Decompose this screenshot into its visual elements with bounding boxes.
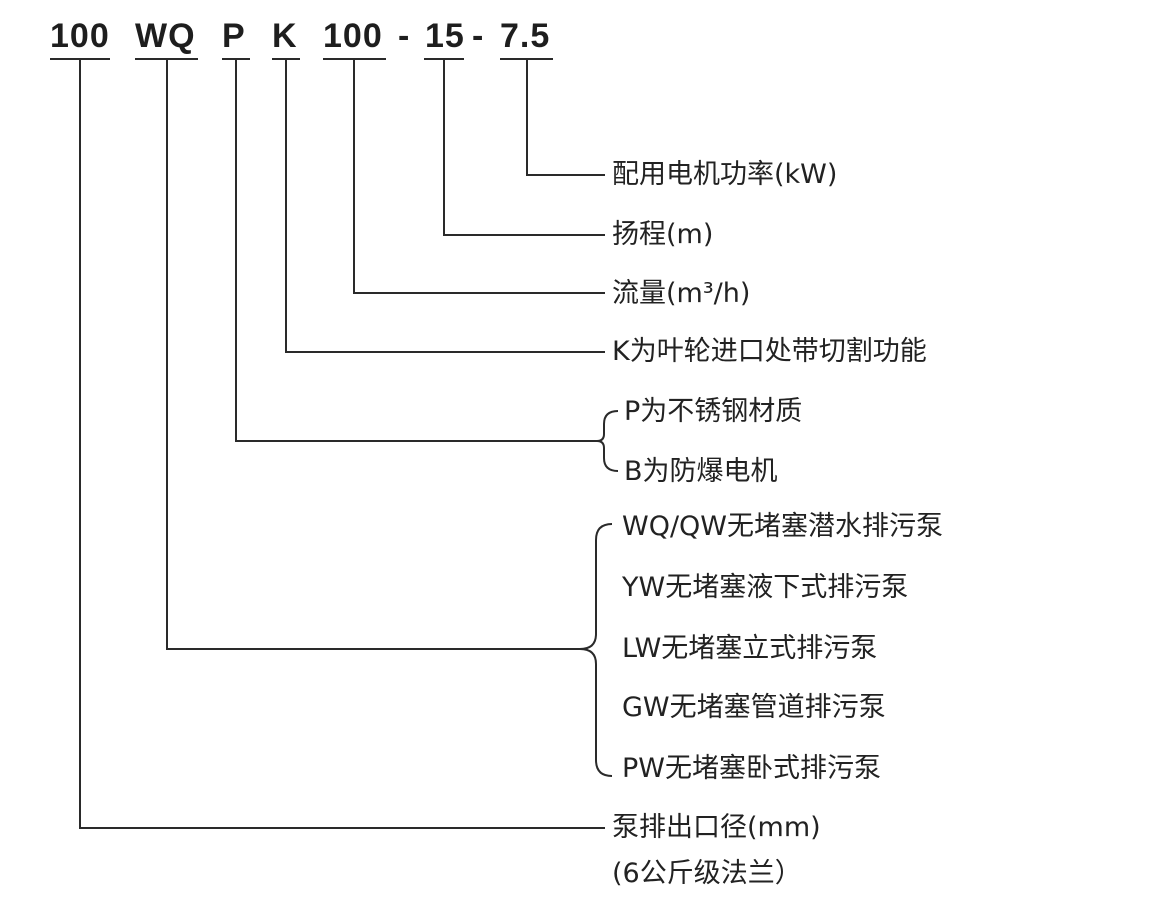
code-power: 7.5: [500, 17, 551, 55]
label-flow: 流量(m³/h): [612, 278, 751, 309]
leader-flow: [353, 59, 605, 294]
code-diameter: 100: [50, 17, 110, 55]
leader-cutter: [285, 59, 605, 353]
code-cutter: K: [272, 17, 298, 55]
code-flow: 100: [323, 17, 383, 55]
leader-diameter: [79, 59, 605, 829]
leader-head: [443, 59, 605, 236]
label-series-item: GW无堵塞管道排污泵: [622, 692, 886, 723]
leader-series: [166, 59, 580, 650]
label-series-item: LW无堵塞立式排污泵: [622, 633, 878, 664]
code-material: P: [222, 17, 246, 55]
brace-material: [596, 410, 619, 472]
label-series-item: PW无堵塞卧式排污泵: [622, 753, 881, 784]
leader-material: [235, 59, 597, 442]
label-diameter-note: (6公斤级法兰）: [612, 858, 802, 889]
label-material-p: P为不锈钢材质: [624, 396, 803, 427]
code-separator-2: -: [472, 17, 485, 55]
brace-series: [579, 523, 613, 777]
code-separator-1: -: [398, 17, 411, 55]
label-series-item: YW无堵塞液下式排污泵: [622, 572, 909, 603]
label-head: 扬程(m): [612, 219, 714, 250]
code-series: WQ: [135, 17, 196, 55]
label-diameter: 泵排出口径(mm): [612, 812, 821, 843]
leader-power: [526, 59, 605, 176]
label-series-item: WQ/QW无堵塞潜水排污泵: [622, 511, 943, 542]
label-power: 配用电机功率(kW): [612, 159, 838, 190]
label-cutter: K为叶轮进口处带切割功能: [612, 336, 927, 367]
code-head: 15: [425, 17, 465, 55]
label-material-b: B为防爆电机: [624, 456, 778, 487]
